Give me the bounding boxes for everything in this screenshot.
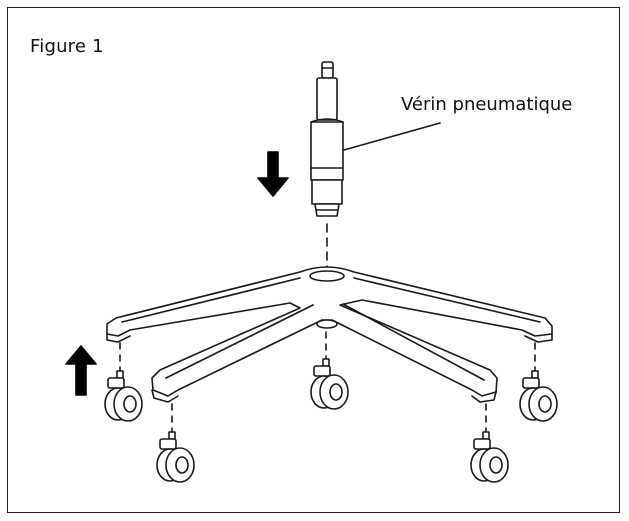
caster-wheel [156, 431, 195, 483]
arrow-up-icon [65, 345, 97, 396]
gas-cylinder [310, 61, 344, 269]
caster-wheel [470, 431, 509, 483]
arrow-down-icon [257, 151, 289, 197]
caster-wheel [519, 370, 558, 422]
star-base [106, 266, 553, 403]
caster-wheel [310, 358, 349, 410]
caster-wheel [104, 370, 143, 422]
gas-cylinder-label: Vérin pneumatique [401, 94, 573, 115]
caster-guides [119, 331, 536, 434]
callout-leader-line [343, 122, 441, 151]
figure-frame [7, 7, 620, 513]
figure-title: Figure 1 [30, 36, 104, 57]
